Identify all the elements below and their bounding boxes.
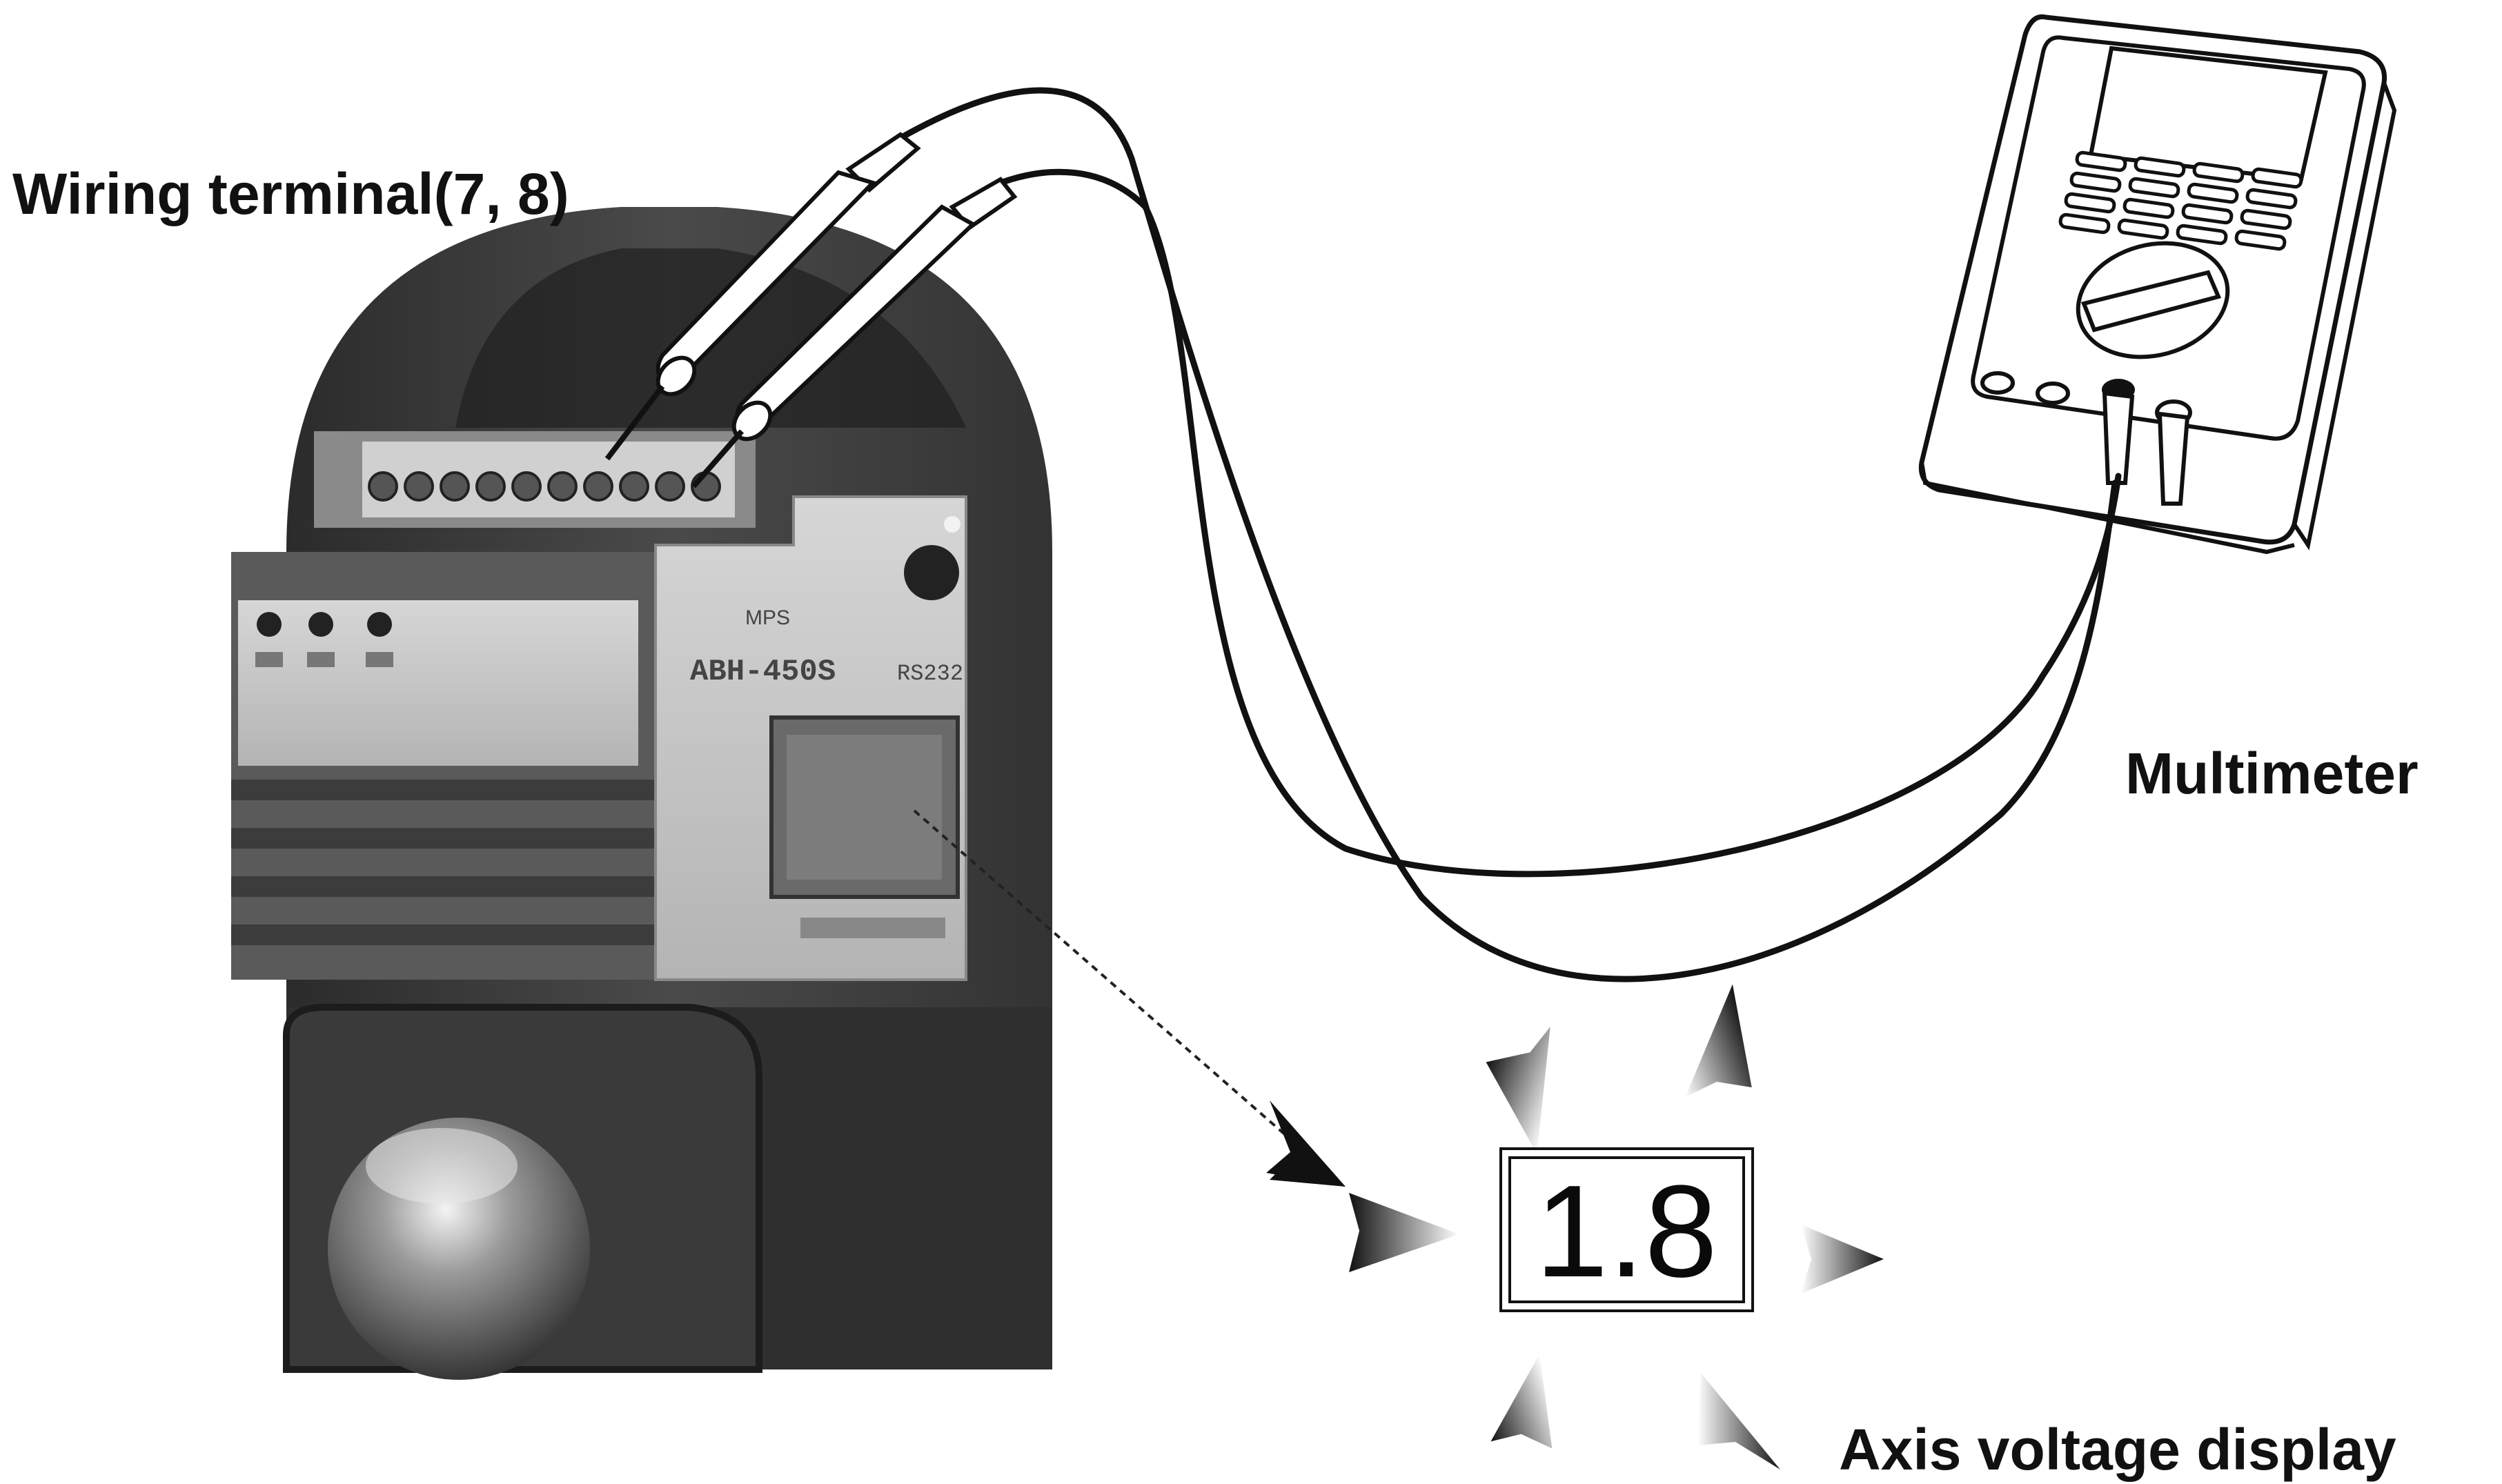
multimeter-rotary-dial (2076, 241, 2230, 359)
multimeter (1918, 14, 2397, 555)
multimeter-buttons (2058, 150, 2303, 251)
device-brand-text: MPS (745, 606, 790, 629)
multimeter-button (2176, 224, 2228, 246)
test-lead-a (897, 87, 2118, 982)
display-frame-inner (1508, 1156, 1745, 1303)
terminal-screw (368, 471, 398, 502)
terminal-screw (655, 471, 685, 502)
detector-device: MPS ABH-450S RS232 (231, 207, 1052, 1380)
probe-left (604, 132, 921, 461)
indicator-leds (255, 612, 393, 667)
multimeter-screen (2088, 46, 2328, 182)
ray-top-right-icon (1685, 984, 1752, 1097)
device-model-text: ABH-450S (690, 655, 836, 689)
test-lead-b (997, 168, 2122, 878)
label-axis-voltage-display: Axis voltage display (1839, 1417, 2396, 1482)
probe-right (691, 177, 1018, 488)
ray-right-icon (1801, 1225, 1884, 1294)
multimeter-button (2128, 177, 2180, 199)
terminal-screw (619, 471, 649, 502)
multimeter-button (2069, 171, 2122, 193)
multimeter-button (2181, 203, 2234, 225)
ray-bottom-right-icon (1697, 1373, 1780, 1470)
multimeter-button (2187, 182, 2239, 204)
multimeter-button (2251, 167, 2303, 189)
axis-voltage-display: 1.8 (1349, 984, 1884, 1470)
heat-sink-fins (231, 780, 673, 945)
label-wiring-terminal: Wiring terminal(7, 8) (12, 161, 569, 226)
multimeter-button (2075, 150, 2127, 172)
terminal-screw (511, 471, 542, 502)
multimeter-button (2122, 197, 2175, 219)
multimeter-button (2234, 229, 2287, 251)
probe-plugs (2102, 390, 2190, 506)
burst-arrowheads (1349, 984, 1884, 1470)
multimeter-button (2245, 188, 2298, 210)
multimeter-button (2117, 218, 2169, 240)
display-reading: 1.8 (1535, 1158, 1717, 1305)
multimeter-button (2064, 192, 2116, 214)
leader-arrow (913, 809, 1346, 1187)
multimeter-button (2134, 156, 2186, 178)
wiring-terminal-block (314, 431, 756, 528)
terminal-screw (583, 471, 613, 502)
ray-top-left-icon (1486, 1027, 1550, 1154)
ray-bottom-left-icon (1490, 1354, 1553, 1449)
terminal-screw (547, 471, 578, 502)
ray-left-icon (1349, 1193, 1459, 1272)
device-panel-text: RS232 (897, 661, 963, 686)
terminal-screw (475, 471, 506, 502)
terminal-screw (440, 471, 470, 502)
multimeter-button (2058, 212, 2111, 235)
multimeter-button (2240, 208, 2292, 230)
terminal-screw (404, 471, 434, 502)
test-leads (897, 87, 2122, 982)
multimeter-button (2192, 161, 2245, 184)
label-multimeter: Multimeter (2125, 741, 2419, 806)
device-control-panel: MPS ABH-450S RS232 (654, 495, 967, 981)
